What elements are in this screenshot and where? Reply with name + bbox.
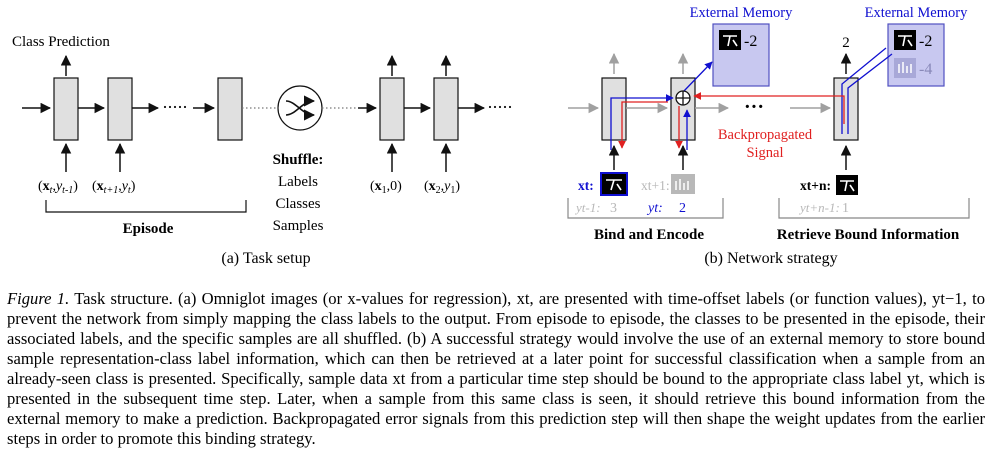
panel-a-dots-1: ····· — [162, 97, 187, 117]
input-image-xt1 — [671, 174, 695, 194]
yt1-value: 3 — [610, 201, 617, 216]
memory-value-2: -2 — [919, 33, 932, 50]
retrieve-label: Retrieve Bound Information — [777, 227, 960, 243]
ytn1-label: yt+n-1: — [798, 200, 840, 215]
rnn-cell-3 — [217, 77, 243, 141]
memory-value-3: -4 — [919, 61, 932, 78]
figure: Class Prediction ····· (xt,yt-1) (xt+1,y… — [12, 5, 970, 267]
caption-label: Figure 1. — [7, 289, 70, 308]
shuffle-title: Shuffle: — [273, 152, 324, 168]
shuffle-icon — [277, 85, 323, 131]
backprop-label-2: Signal — [746, 145, 783, 161]
panel-b: External Memory External Memory -2 -2 -4… — [567, 5, 970, 267]
class-prediction-label: Class Prediction — [12, 34, 110, 50]
memory-value-1: -2 — [744, 33, 757, 50]
caption-text: Task structure. (a) Omniglot images (or … — [7, 289, 985, 448]
write-path — [610, 47, 893, 150]
panel-a: Class Prediction ····· (xt,yt-1) (xt+1,y… — [12, 34, 513, 267]
rnn-cell-5 — [433, 77, 459, 141]
yt1-label: yt-1: — [574, 200, 601, 215]
input-label-xt: (xt,yt-1) — [38, 179, 78, 196]
xt1-label: xt+1: — [641, 178, 670, 193]
memory-image-3 — [894, 58, 916, 78]
rnn-cell-bind-2 — [670, 77, 696, 141]
input-image-xt — [600, 172, 628, 196]
rnn-cell-1 — [53, 77, 79, 141]
external-memory-label-1: External Memory — [690, 5, 793, 21]
input-label-xt1: (xt+1,yt) — [92, 179, 136, 196]
output-value: 2 — [842, 35, 850, 51]
input-label-x2: (x2,y1) — [424, 179, 460, 196]
panel-a-caption: (a) Task setup — [221, 250, 310, 267]
rnn-cell-4 — [379, 77, 405, 141]
shuffle-item-labels: Labels — [278, 174, 318, 190]
rnn-cell-retrieve — [833, 77, 859, 141]
xtn-label: xt+n: — [800, 178, 831, 193]
backprop-path — [618, 92, 845, 149]
backprop-label-1: Backpropagated — [718, 127, 813, 143]
episode-label: Episode — [123, 221, 174, 237]
bind-encode-label: Bind and Encode — [594, 227, 704, 243]
rnn-cell-2 — [107, 77, 133, 141]
shuffle-item-samples: Samples — [273, 218, 324, 234]
xt-label: xt: — [578, 178, 594, 193]
panel-b-dots: ··· — [744, 96, 764, 118]
panel-b-caption: (b) Network strategy — [704, 250, 837, 267]
yt-value: 2 — [679, 201, 686, 216]
external-memory-label-2: External Memory — [865, 5, 968, 21]
shuffle-item-classes: Classes — [276, 196, 321, 212]
panel-a-dots-2: ····· — [487, 97, 512, 117]
ytn1-value: 1 — [842, 201, 849, 216]
figure-caption: Figure 1. Task structure. (a) Omniglot i… — [7, 289, 985, 449]
yt-label: yt: — [646, 201, 663, 216]
input-label-x1: (x1,0) — [370, 179, 402, 196]
